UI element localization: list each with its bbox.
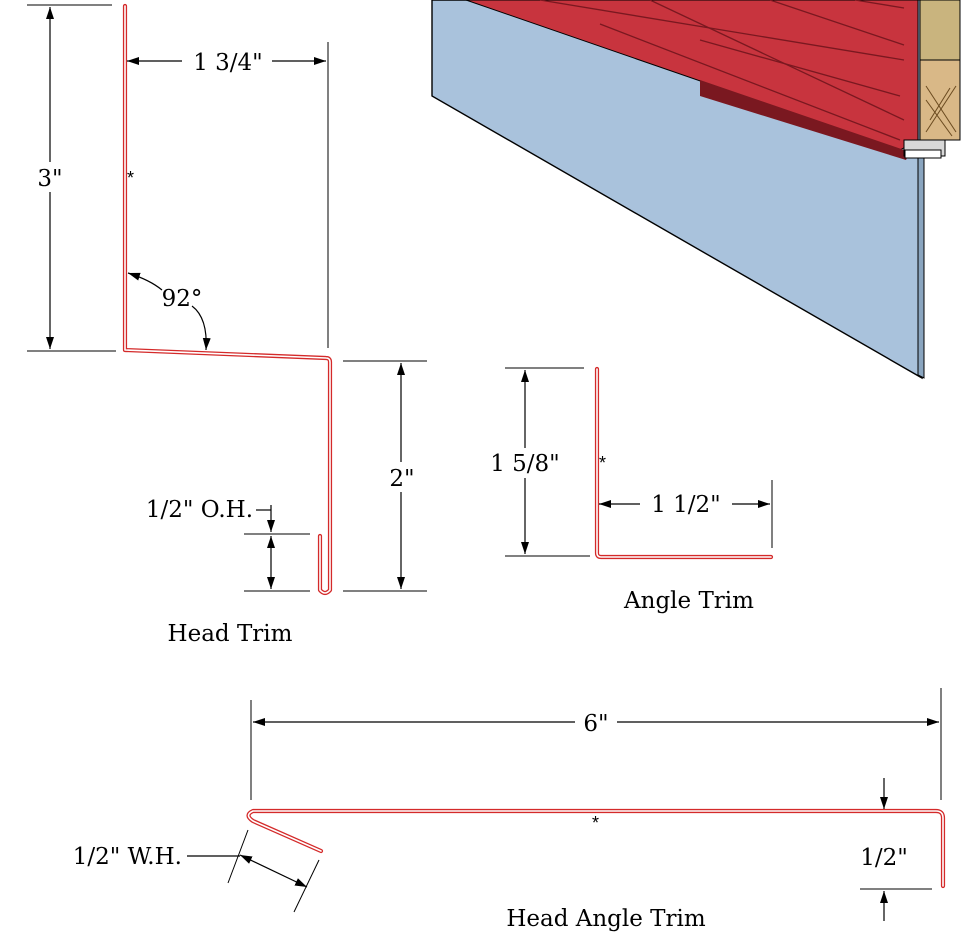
trim-lip-3d — [904, 149, 942, 159]
head-trim-dim-overhang: 1/2" O.H. — [146, 497, 310, 592]
head-trim-width-label: 1 3/4" — [193, 50, 263, 76]
head-trim-dim-drop: 2" — [343, 360, 427, 592]
angle-trim-title: Angle Trim — [623, 588, 754, 614]
head-trim-hem-mark: * — [127, 168, 134, 188]
siding-lap-lines — [539, 0, 905, 141]
head-angle-trim-dim-leg: 1/2" — [860, 778, 932, 921]
head-trim-dim-height: 3" — [27, 4, 116, 352]
head-angle-trim-title: Head Angle Trim — [506, 906, 706, 932]
head-trim-drop-label: 2" — [389, 466, 414, 492]
siding-illustration — [431, 0, 961, 380]
head-angle-trim-leg-label: 1/2" — [860, 845, 908, 871]
head-trim-overhang-label: 1/2" O.H. — [146, 497, 253, 523]
angle-trim-height-label: 1 5/8" — [490, 451, 560, 477]
angle-trim-profile — [594, 366, 774, 560]
head-angle-trim-hem-mark: * — [592, 813, 599, 833]
angle-trim-dim-height: 1 5/8" — [480, 367, 590, 557]
head-angle-trim-length-label: 6" — [583, 711, 608, 737]
wood-grain — [925, 85, 957, 137]
head-trim-angle-label: 92° — [162, 286, 203, 312]
angle-trim-dim-width: 1 1/2" — [599, 480, 773, 548]
wood-band — [919, 0, 961, 61]
head-angle-trim-dim-length: 6" — [250, 688, 942, 800]
angle-trim-width-label: 1 1/2" — [651, 492, 721, 518]
head-angle-trim-dim-hem: 1/2" W.H. — [73, 829, 320, 913]
head-trim-dim-width: 1 3/4" — [127, 42, 329, 348]
siding-shadow — [700, 80, 910, 160]
head-trim-height-label: 3" — [37, 166, 62, 192]
angle-trim-hem-mark: * — [599, 453, 606, 473]
head-angle-trim-profile — [246, 808, 946, 889]
head-trim-title: Head Trim — [168, 621, 293, 647]
head-trim-profile — [122, 3, 333, 596]
head-angle-trim-hem-label: 1/2" W.H. — [73, 844, 182, 870]
head-trim-dim-angle: 92° — [127, 272, 211, 351]
